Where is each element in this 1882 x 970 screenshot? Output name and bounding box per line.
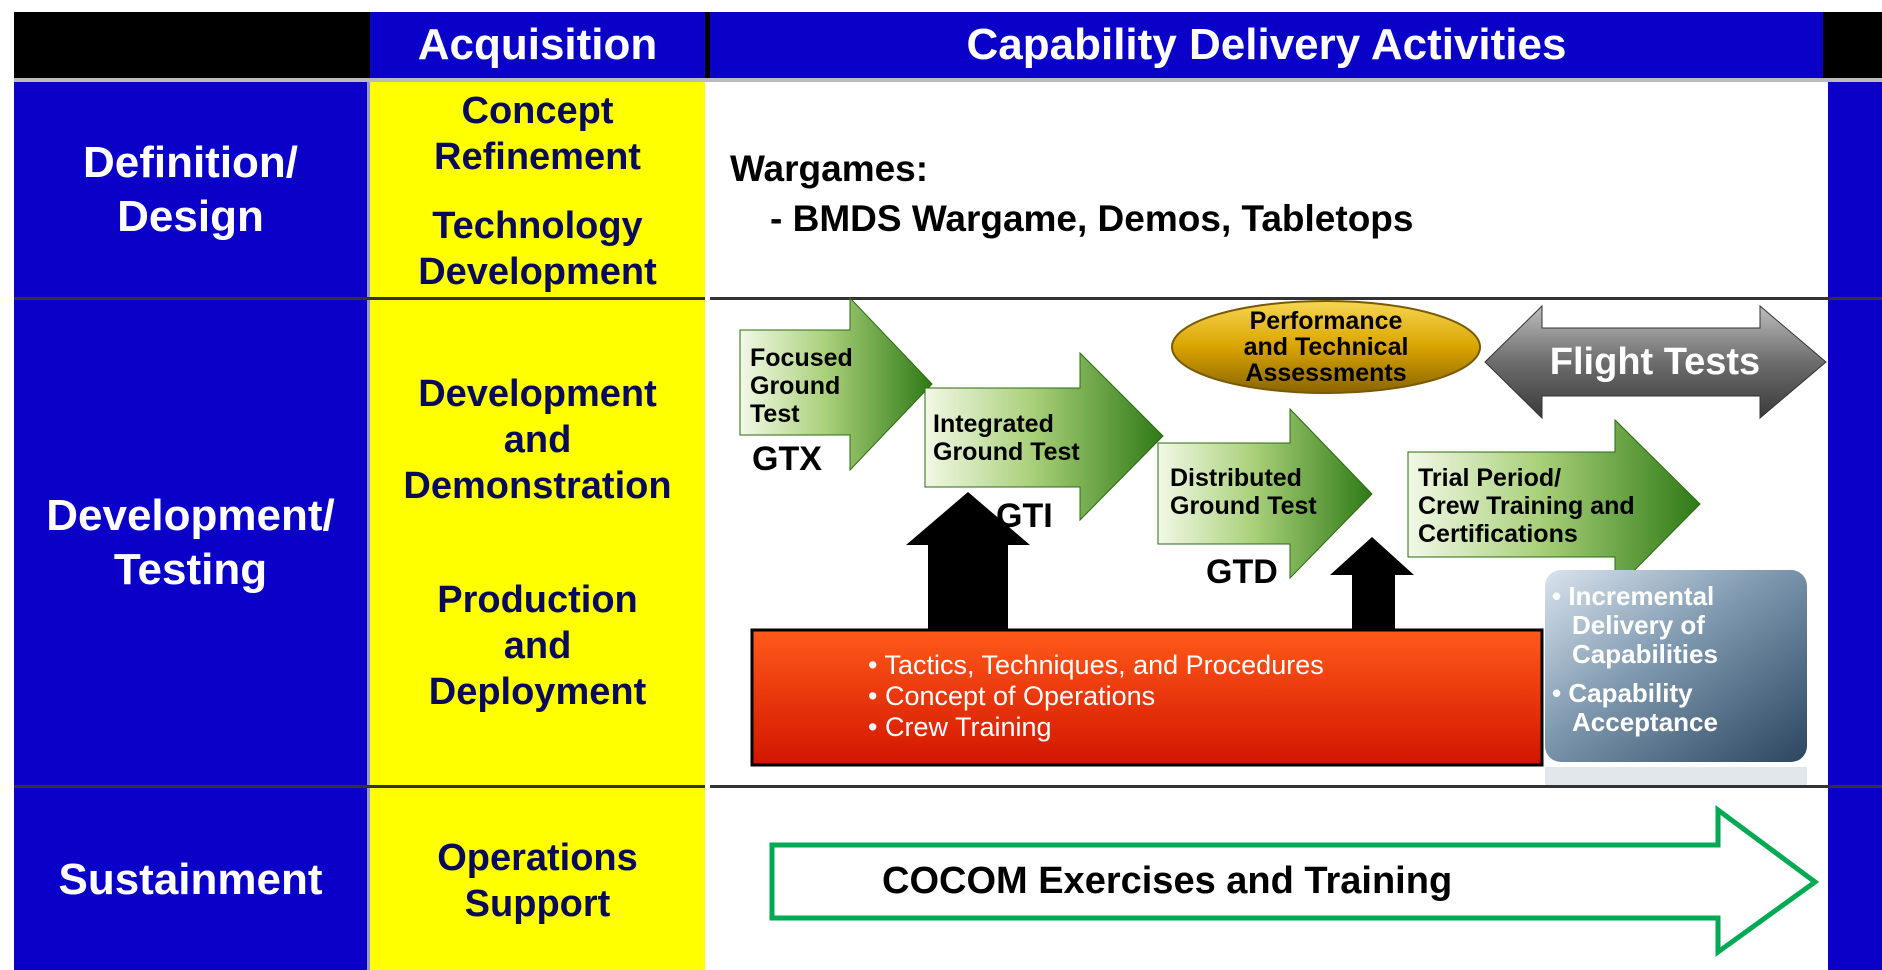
arrow-trial [1407, 418, 1701, 592]
arrow-gtd [1157, 407, 1373, 580]
acq-operations-line2: Support [464, 883, 611, 925]
acq-concept-refinement: Concept Refinement [370, 88, 705, 180]
acq-development-demonstration: Development and Demonstration [370, 370, 705, 510]
ttp-box [750, 628, 1544, 767]
acq-devdemo-line3: Demonstration [403, 465, 672, 507]
gti-label-line2: Ground Test [933, 438, 1080, 466]
gtx-label: Focused Ground Test [750, 344, 853, 428]
ttp-list: • Tactics, Techniques, and Procedures • … [868, 650, 1324, 743]
trial-label: Trial Period/ Crew Training and Certific… [1418, 464, 1635, 548]
header-right-block [1828, 12, 1882, 78]
delivery-line2: Delivery of [1572, 610, 1705, 640]
flight-tests-arrow [1484, 304, 1827, 420]
acq-concept-line2: Refinement [434, 136, 641, 178]
gtd-label-line2: Ground Test [1170, 492, 1317, 520]
acq-devdemo-line1: Development [418, 373, 657, 415]
gti-label-line1: Integrated [933, 410, 1054, 438]
header-acquisition: Acquisition [370, 12, 705, 78]
acq-operations-support: Operations Support [370, 834, 705, 928]
phase-development: Development/ Testing [14, 300, 367, 785]
phase-column [14, 82, 367, 970]
delivery-line1: • Incremental [1552, 581, 1715, 611]
header-capability: Capability Delivery Activities [710, 12, 1823, 78]
flight-tests-label: Flight Tests [1549, 340, 1761, 383]
acq-production-line3: Deployment [428, 671, 647, 713]
acq-divider [367, 82, 370, 970]
gtx-code: GTX [752, 440, 822, 478]
trial-label-line3: Certifications [1418, 520, 1578, 548]
delivery-list: • Incremental Delivery of Capabilities •… [1552, 582, 1718, 737]
trial-label-line2: Crew Training and [1418, 492, 1635, 520]
cocom-label: COCOM Exercises and Training [882, 860, 1453, 902]
delivery-line5: Acceptance [1572, 707, 1718, 737]
acq-technology-line1: Technology [432, 205, 643, 247]
gti-label: Integrated Ground Test [933, 410, 1080, 466]
phase-development-line2: Testing [113, 544, 268, 594]
ttp-item-3: • Crew Training [868, 712, 1052, 742]
wargames-item: - BMDS Wargame, Demos, Tabletops [770, 198, 1414, 239]
arrow-gti [924, 351, 1164, 522]
row-divider-2 [14, 785, 1882, 788]
phase-definition-line1: Definition/ [82, 137, 299, 187]
up-arrow-left [906, 492, 1030, 630]
phase-definition-line2: Design [117, 191, 264, 241]
performance-ellipse [1171, 300, 1481, 394]
acq-technology-development: Technology Development [370, 203, 705, 295]
delivery-line4: • Capability [1552, 678, 1693, 708]
right-column [1828, 82, 1882, 970]
acq-col-gap [705, 82, 710, 970]
gtd-code: GTD [1206, 553, 1278, 591]
ttp-item-2: • Concept of Operations [868, 681, 1156, 711]
acq-production-line1: Production [437, 579, 638, 621]
gti-code: GTI [996, 497, 1053, 535]
header-divider [14, 78, 1882, 82]
up-arrow-right [1330, 537, 1414, 630]
arrow-gtx [739, 296, 933, 472]
phase-definition: Definition/ Design [14, 82, 367, 297]
gtx-label-line2: Ground [750, 372, 841, 400]
delivery-panel [1545, 570, 1807, 762]
delivery-line3: Capabilities [1572, 639, 1718, 669]
phase-development-line1: Development/ [46, 490, 335, 540]
gtx-label-line3: Test [750, 400, 800, 428]
performance-label: Performance and Technical Assessments [1172, 306, 1480, 388]
gtd-label-line1: Distributed [1170, 464, 1302, 492]
acquisition-column [370, 82, 705, 970]
performance-line1: Performance [1249, 307, 1403, 335]
wargames-title: Wargames: [730, 148, 929, 189]
gtd-label: Distributed Ground Test [1170, 464, 1317, 520]
performance-line2: and Technical [1243, 333, 1409, 361]
performance-line3: Assessments [1245, 359, 1407, 387]
acq-devdemo-line2: and [503, 419, 572, 461]
row-divider-1 [14, 297, 1882, 300]
acq-operations-line1: Operations [437, 837, 638, 879]
acq-technology-line2: Development [418, 251, 657, 293]
header-corner [14, 12, 367, 78]
cocom-arrow [769, 805, 1820, 957]
delivery-reflection [1545, 767, 1807, 785]
phase-sustainment: Sustainment [58, 855, 323, 904]
trial-label-line1: Trial Period/ [1418, 464, 1562, 492]
acq-concept-line1: Concept [461, 90, 614, 132]
gtx-label-line1: Focused [750, 344, 853, 372]
acq-production-deployment: Production and Deployment [370, 576, 705, 716]
acq-production-line2: and [503, 625, 572, 667]
ttp-item-1: • Tactics, Techniques, and Procedures [868, 650, 1324, 680]
